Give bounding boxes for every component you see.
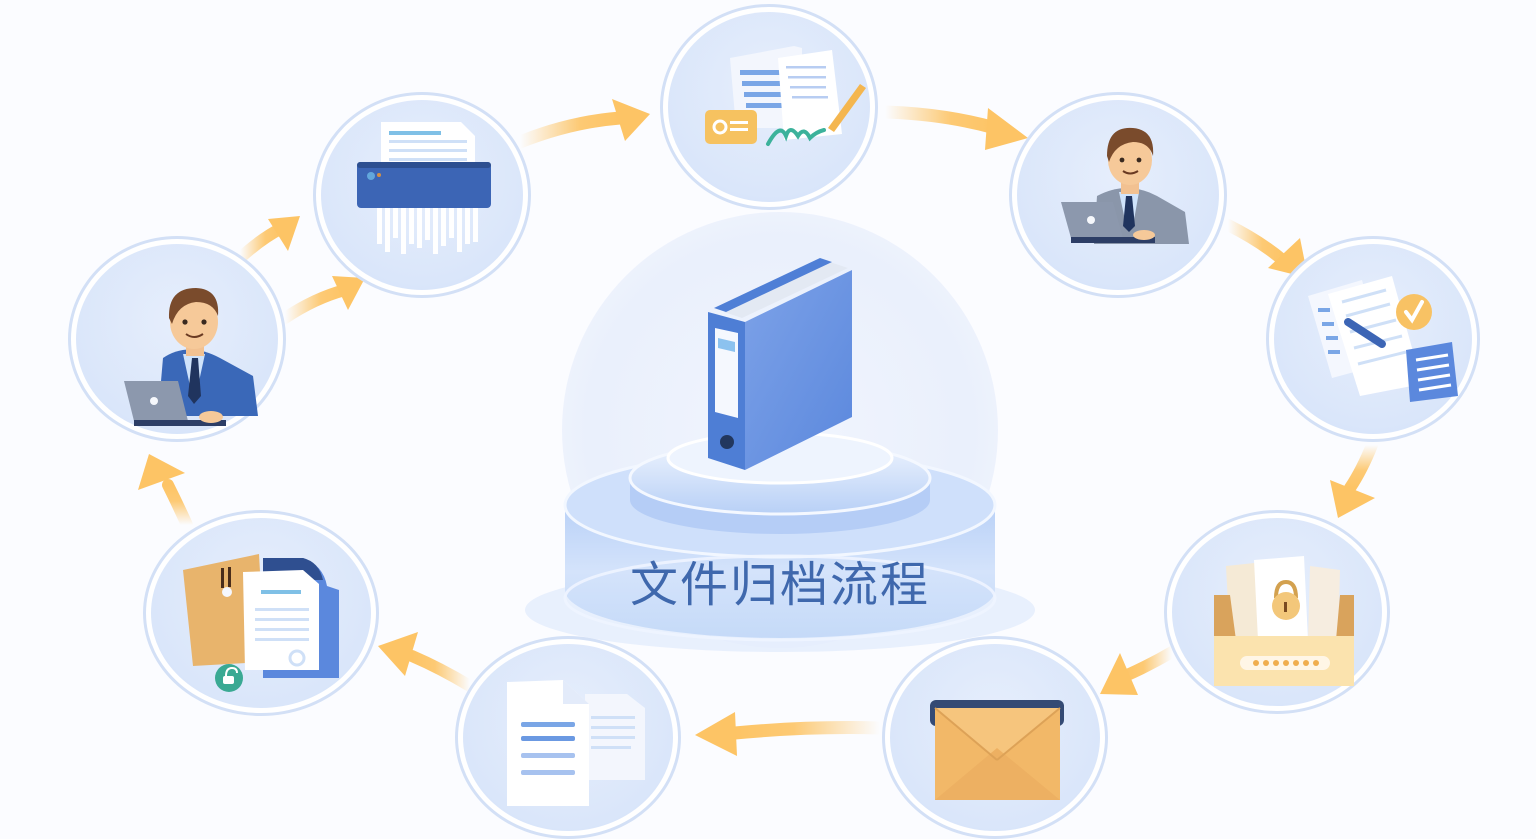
step-4-manager-laptop [1009, 92, 1227, 298]
step-1-employee-laptop [68, 236, 286, 442]
envelope-icon [930, 700, 1064, 800]
step-3-document-signing [660, 4, 878, 210]
document-copies-icon [507, 680, 645, 806]
arrow-7-to-8 [695, 712, 887, 756]
manager-laptop-icon [1061, 127, 1189, 244]
arrow-1-to-2-lower [279, 276, 365, 324]
arrow-9-to-1 [138, 454, 193, 531]
locked-document-box-icon [1214, 556, 1354, 686]
step-6-locked-documents [1164, 510, 1390, 714]
step-7-envelope [882, 636, 1108, 839]
employee-laptop-icon [124, 288, 258, 426]
arrow-5-to-6 [1330, 439, 1378, 518]
step-2-paper-shredder [313, 92, 531, 298]
document-signing-icon [705, 46, 866, 146]
arrow-8-to-9 [378, 632, 476, 692]
center-title: 文件归档流程 [629, 557, 930, 613]
paper-shredder-icon [357, 122, 491, 254]
binder-folder-icon [708, 258, 852, 470]
step-9-secure-folder [143, 510, 379, 716]
step-8-document-copies [455, 636, 681, 839]
document-review-check-icon [1308, 276, 1458, 402]
arrow-6-to-7 [1100, 646, 1178, 695]
arrow-1-to-2-upper [234, 216, 300, 264]
arrow-2-to-3 [513, 99, 650, 149]
secure-folder-icon [183, 554, 339, 692]
arrow-3-to-4 [878, 105, 1028, 150]
step-5-document-review [1266, 236, 1480, 442]
